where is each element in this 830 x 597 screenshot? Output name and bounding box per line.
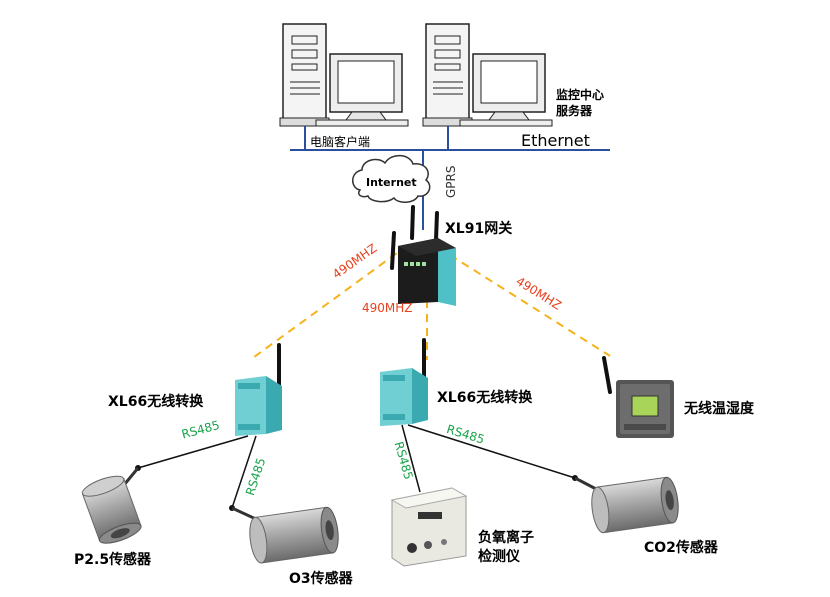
xl66-converter-middle-icon [380, 338, 428, 426]
thermo-hygrometer-icon [602, 356, 674, 438]
converter-middle-label: XL66无线转换 [437, 390, 533, 406]
co2-sensor-icon [574, 476, 679, 534]
client-label: 电脑客户端 [310, 135, 371, 149]
o3-sensor-icon [231, 506, 339, 564]
converter-left-label: XL66无线转换 [108, 394, 204, 410]
server-pc-icon [422, 23, 553, 127]
co2-sensor-label: CO2传感器 [644, 540, 718, 556]
xl66-converter-left-icon [235, 343, 282, 436]
rs485-cables [135, 424, 578, 511]
thermo-label: 无线温湿度 [684, 401, 754, 417]
o3-sensor-label: O3传感器 [289, 571, 353, 587]
xl91-gateway-icon [390, 205, 456, 306]
gprs-label: GPRS [444, 165, 458, 199]
ion-detector-label-line1: 负氧离子 [478, 530, 534, 546]
wireless-links [249, 244, 611, 361]
client-pc-icon [279, 23, 409, 127]
internet-cloud-icon [352, 154, 431, 203]
p25-sensor-label: P2.5传感器 [74, 552, 152, 568]
server-label-line2: 服务器 [556, 104, 593, 118]
gateway-label: XL91网关 [445, 221, 513, 237]
negative-ion-detector-icon [390, 487, 468, 567]
p25-sensor-icon [81, 467, 142, 544]
ethernet-label: Ethernet [521, 131, 590, 150]
frequency-label-center: 490MHZ [362, 301, 413, 315]
server-label-line1: 监控中心 [556, 88, 605, 102]
internet-label: Internet [366, 176, 417, 189]
ion-detector-label-line2: 检测仪 [478, 549, 520, 565]
